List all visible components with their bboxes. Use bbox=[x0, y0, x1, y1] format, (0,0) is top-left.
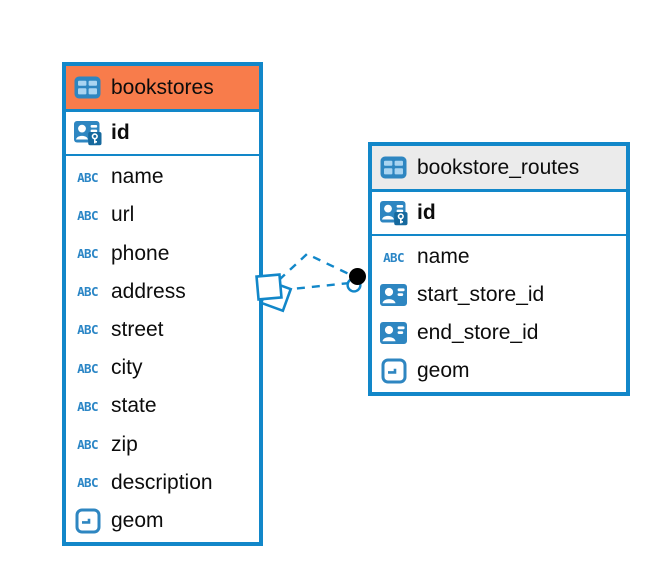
column-name: description bbox=[111, 470, 213, 494]
table-icon bbox=[74, 76, 101, 99]
text-icon: ABC bbox=[77, 169, 98, 185]
table-icon bbox=[380, 156, 407, 179]
text-icon: ABC bbox=[77, 207, 98, 223]
column-row-name[interactable]: ABC name bbox=[372, 238, 626, 276]
primary-key-row-id[interactable]: id bbox=[66, 112, 259, 156]
text-icon: ABC bbox=[77, 475, 98, 491]
connection-dot bbox=[346, 268, 366, 293]
column-name: id bbox=[111, 121, 130, 144]
column-list: ABC name start_store_id end_store_id geom bbox=[372, 236, 626, 392]
column-name: url bbox=[111, 203, 135, 227]
column-row-zip[interactable]: ABC zip bbox=[66, 425, 259, 463]
column-name: end_store_id bbox=[417, 321, 539, 344]
geometry-icon bbox=[75, 508, 100, 534]
column-name: name bbox=[417, 245, 470, 268]
column-row-geom[interactable]: geom bbox=[66, 502, 259, 540]
text-icon: ABC bbox=[77, 246, 98, 261]
geometry-icon bbox=[381, 358, 406, 384]
column-name: name bbox=[111, 165, 164, 189]
column-row-city[interactable]: ABC city bbox=[66, 349, 259, 387]
column-row-name[interactable]: ABC name bbox=[66, 158, 259, 196]
text-icon: ABC bbox=[77, 398, 98, 414]
text-icon: ABC bbox=[77, 360, 98, 376]
column-row-description[interactable]: ABC description bbox=[66, 464, 259, 502]
text-icon: ABC bbox=[77, 437, 98, 453]
text-icon: ABC bbox=[77, 284, 98, 300]
relationship-line-lower[interactable] bbox=[281, 281, 351, 292]
column-name: id bbox=[417, 201, 436, 224]
reference-icon bbox=[380, 322, 407, 344]
id-key-icon bbox=[379, 200, 407, 225]
column-row-phone[interactable]: ABC phone bbox=[66, 234, 259, 272]
text-icon: ABC bbox=[77, 322, 98, 338]
column-name: city bbox=[111, 356, 143, 380]
table-header-bookstore_routes[interactable]: bookstore_routes bbox=[372, 146, 626, 192]
column-row-start_store_id[interactable]: start_store_id bbox=[372, 276, 626, 314]
column-row-state[interactable]: ABC state bbox=[66, 387, 259, 425]
column-name: state bbox=[111, 394, 157, 418]
table-title: bookstores bbox=[111, 75, 214, 99]
column-row-street[interactable]: ABC street bbox=[66, 311, 259, 349]
reference-icon bbox=[380, 284, 407, 306]
column-name: zip bbox=[111, 432, 138, 456]
column-row-address[interactable]: ABC address bbox=[66, 273, 259, 311]
column-row-geom[interactable]: geom bbox=[372, 352, 626, 390]
table-title: bookstore_routes bbox=[417, 155, 580, 179]
column-row-end_store_id[interactable]: end_store_id bbox=[372, 314, 626, 352]
column-name: phone bbox=[111, 241, 170, 265]
table-header-bookstores[interactable]: bookstores bbox=[66, 66, 259, 112]
column-name: geom bbox=[417, 359, 470, 382]
text-icon: ABC bbox=[383, 249, 404, 265]
column-name: start_store_id bbox=[417, 283, 545, 306]
relationship-line-upper[interactable] bbox=[278, 252, 354, 281]
id-key-icon bbox=[73, 120, 101, 145]
primary-key-row-id[interactable]: id bbox=[372, 192, 626, 236]
column-name: street bbox=[111, 317, 164, 341]
column-name: geom bbox=[111, 508, 164, 532]
column-name: address bbox=[111, 279, 186, 303]
column-row-url[interactable]: ABC url bbox=[66, 196, 259, 234]
relationship-bookstores-to-bookstore_routes[interactable] bbox=[255, 252, 366, 313]
